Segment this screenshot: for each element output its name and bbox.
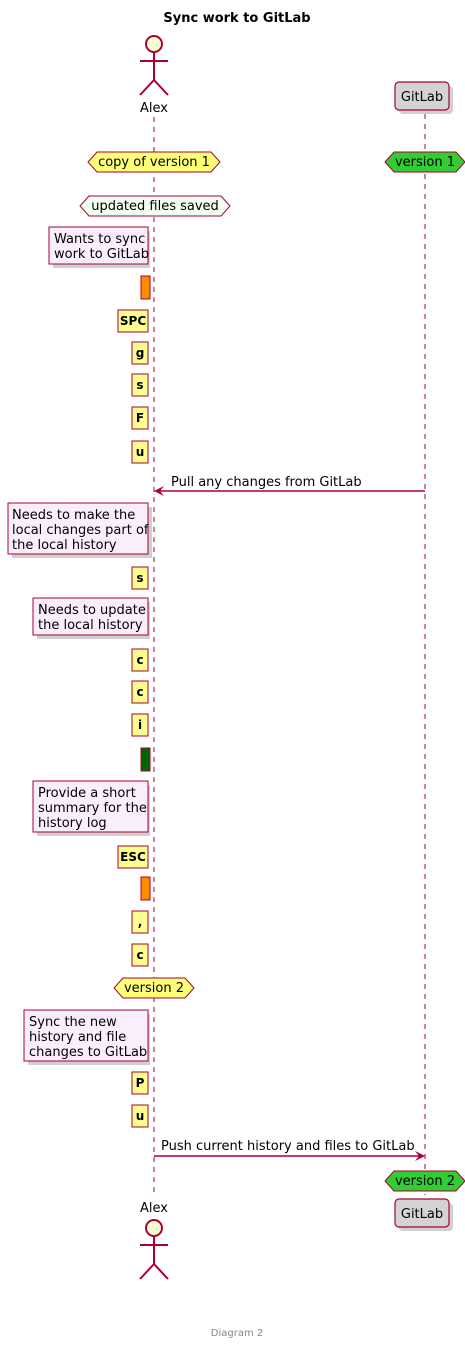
- key-c: c: [131, 680, 149, 704]
- actor-head-icon: [145, 35, 163, 53]
- state-gitlab-version-2: version 2: [384, 1170, 465, 1192]
- diagram-footer: Diagram 2: [211, 1328, 263, 1339]
- svg-text:Provide a short: Provide a short: [38, 786, 136, 801]
- note-update-history: Needs to update the local history: [32, 597, 150, 639]
- svg-text:the local history: the local history: [38, 618, 143, 633]
- state-updated-files-saved: updated files saved: [79, 195, 231, 217]
- svg-text:c: c: [136, 653, 143, 667]
- svg-text:P: P: [136, 1076, 145, 1090]
- arrowhead-right-icon: [415, 1151, 425, 1161]
- svg-text:F: F: [136, 411, 144, 425]
- diagram-title: Sync work to GitLab: [163, 11, 310, 26]
- svg-text:Wants to sync: Wants to sync: [54, 232, 145, 247]
- arrowhead-left-icon: [154, 486, 164, 496]
- key-P: P: [131, 1071, 149, 1095]
- state-alex-version-2: version 2: [113, 977, 195, 999]
- alex-actor-top: Alex: [139, 35, 169, 116]
- alex-label-bottom: Alex: [140, 1201, 168, 1216]
- svg-text:the local history: the local history: [12, 538, 117, 553]
- key-F: F: [131, 406, 149, 430]
- key-u: u: [131, 440, 149, 464]
- key-u: u: [131, 1104, 149, 1128]
- key-esc: ESC: [117, 845, 149, 869]
- svg-text:changes to GitLab: changes to GitLab: [29, 1045, 147, 1060]
- alex-label-top: Alex: [140, 101, 168, 116]
- svg-text:u: u: [136, 1109, 145, 1123]
- svg-text:history and file: history and file: [29, 1030, 126, 1045]
- note-make-local-changes: Needs to make the local changes part of …: [7, 502, 152, 558]
- note-provide-summary: Provide a short summary for the history …: [32, 780, 150, 836]
- svg-text:c: c: [136, 948, 143, 962]
- svg-text:s: s: [136, 378, 143, 392]
- gitlab-label-top: GitLab: [401, 90, 443, 105]
- actor-head-icon: [145, 1219, 163, 1237]
- svg-text:Needs to update: Needs to update: [38, 603, 146, 618]
- svg-text:version 2: version 2: [124, 981, 184, 996]
- key-c: c: [131, 648, 149, 672]
- svg-text:copy of version 1: copy of version 1: [98, 155, 210, 170]
- svg-text:summary for the: summary for the: [38, 801, 147, 816]
- key-s: s: [131, 373, 149, 397]
- message-push: Push current history and files to GitLab: [154, 1139, 425, 1161]
- gitlab-participant-bottom: GitLab: [394, 1198, 453, 1231]
- svg-text:updated files saved: updated files saved: [91, 199, 219, 214]
- svg-text:u: u: [136, 445, 145, 459]
- state-copy-of-version-1: copy of version 1: [87, 151, 221, 173]
- svg-text:Needs to make the: Needs to make the: [12, 508, 135, 523]
- message-pull: Pull any changes from GitLab: [154, 475, 425, 496]
- svg-text:i: i: [138, 718, 142, 732]
- svg-text:version 2: version 2: [395, 1174, 455, 1189]
- gitlab-label-bottom: GitLab: [401, 1207, 443, 1222]
- svg-text:c: c: [136, 685, 143, 699]
- gitlab-participant-top: GitLab: [394, 81, 453, 114]
- key-g: g: [131, 341, 149, 365]
- svg-text:work to GitLab: work to GitLab: [54, 247, 149, 262]
- svg-text:SPC: SPC: [120, 314, 146, 328]
- key-c: c: [131, 943, 149, 967]
- note-sync-new-history: Sync the new history and file changes to…: [23, 1009, 150, 1065]
- svg-text:ESC: ESC: [120, 850, 146, 864]
- gitlab-box-bottom: [394, 1198, 450, 1228]
- svg-text:local changes part of: local changes part of: [12, 523, 149, 538]
- green-marker: [140, 747, 151, 772]
- svg-text:Sync the new: Sync the new: [29, 1015, 117, 1030]
- key-spc: SPC: [117, 309, 149, 333]
- svg-text:g: g: [136, 346, 145, 360]
- svg-text:Pull any changes from GitLab: Pull any changes from GitLab: [171, 475, 362, 490]
- svg-text:version 1: version 1: [395, 155, 455, 170]
- svg-text:s: s: [136, 571, 143, 585]
- key-comma: ,: [131, 910, 149, 934]
- svg-text:Push current history and files: Push current history and files to GitLab: [161, 1139, 415, 1154]
- gitlab-box-top: [394, 81, 450, 111]
- key-s: s: [131, 566, 149, 590]
- orange-marker: [140, 876, 151, 901]
- state-gitlab-version-1: version 1: [384, 151, 465, 173]
- orange-marker: [140, 275, 151, 300]
- key-i: i: [131, 713, 149, 737]
- alex-actor-bottom: Alex: [139, 1201, 169, 1280]
- note-wants-to-sync: Wants to sync work to GitLab: [48, 226, 150, 268]
- svg-text:,: ,: [138, 915, 143, 929]
- svg-text:history log: history log: [38, 816, 107, 831]
